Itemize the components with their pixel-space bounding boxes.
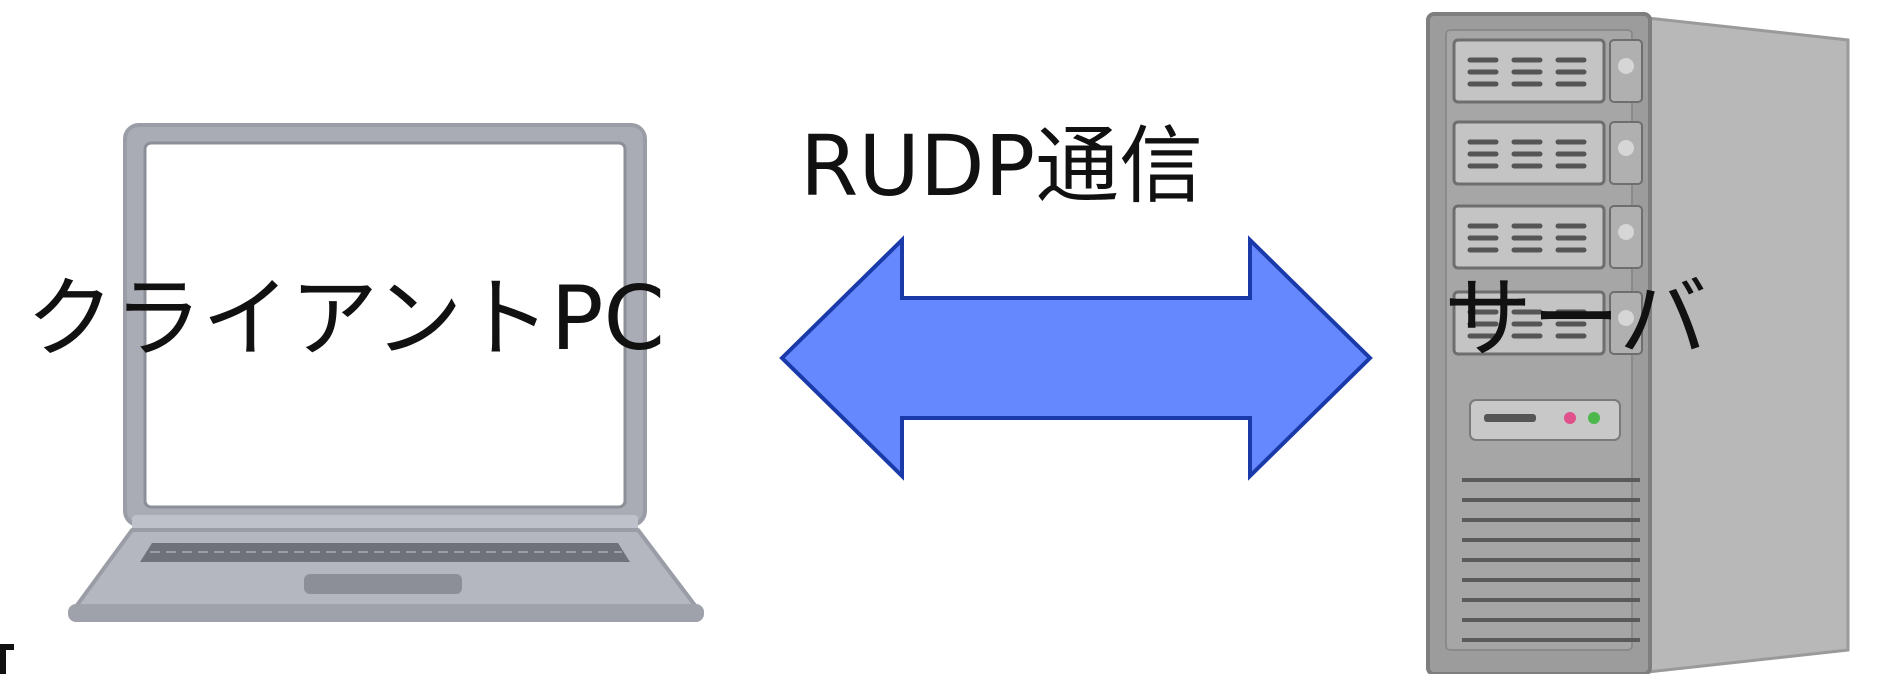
drive-bay-3 <box>1452 204 1643 270</box>
server-control-panel <box>1469 399 1621 441</box>
server-vent-grille <box>1462 478 1640 642</box>
server-label: サーバ <box>1444 267 1708 370</box>
drive-bay-2 <box>1452 120 1643 186</box>
laptop-icon <box>68 123 704 622</box>
drive-bay-1 <box>1452 38 1643 104</box>
bidirectional-arrow <box>779 235 1373 481</box>
status-led-green <box>1588 412 1600 424</box>
status-led-pink <box>1564 412 1576 424</box>
client-pc-label: クライアントPC <box>26 267 665 370</box>
cropped-glyph-fragment <box>0 644 14 674</box>
communication-label: RUDP通信 <box>800 117 1204 215</box>
tower-server-icon <box>1426 12 1850 674</box>
drive-bay-4 <box>1452 290 1643 356</box>
